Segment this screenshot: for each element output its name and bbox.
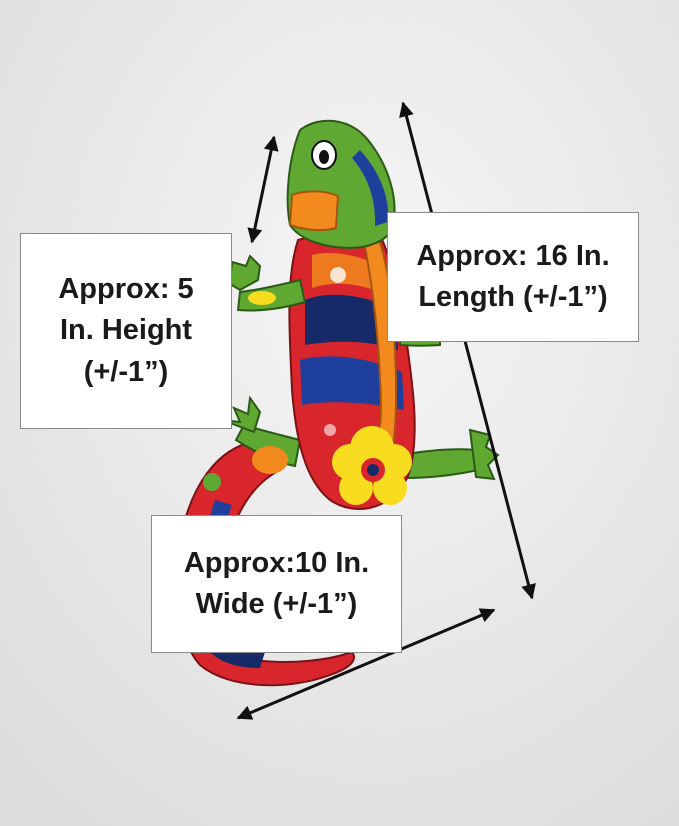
gecko-body (288, 218, 416, 510)
width-arrow (236, 608, 496, 720)
height-label-box: Approx: 5 In. Height (+/-1”) (20, 233, 232, 429)
height-label-line1: Approx: 5 (58, 273, 194, 306)
gecko-head (286, 119, 396, 250)
length-label-line1: Approx: 16 In. (416, 239, 610, 272)
length-label-box: Approx: 16 In. Length (+/-1”) (387, 212, 639, 342)
wide-label-line2: Wide (+/-1”) (195, 588, 358, 620)
height-arrow (247, 135, 279, 244)
height-label-line3: (+/-1”) (83, 355, 169, 388)
length-arrow (399, 101, 536, 600)
length-label-line2: Length (+/-1”) (418, 281, 608, 313)
gecko-eye (311, 140, 337, 170)
wide-label-line1: Approx:10 In. (183, 546, 370, 579)
wide-label-box: Approx:10 In. Wide (+/-1”) (151, 515, 402, 653)
height-label-line2: In. Height (59, 314, 193, 347)
